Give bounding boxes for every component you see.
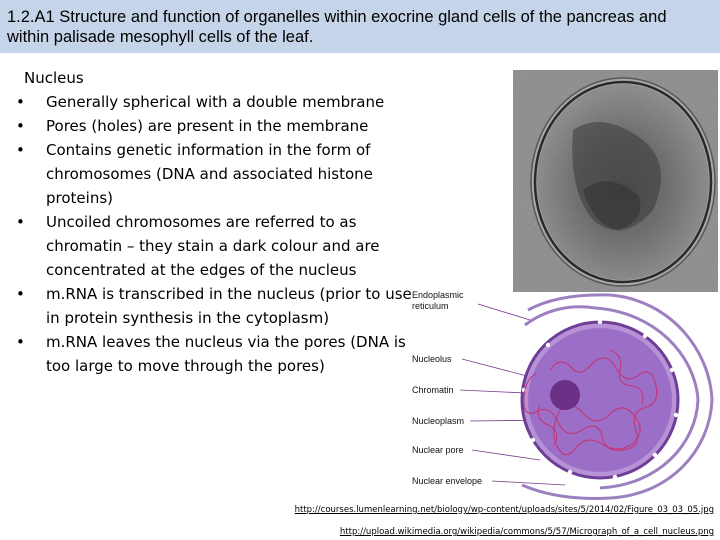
bullet-icon: • — [16, 141, 25, 159]
endoplasmic-reticulum — [521, 293, 714, 500]
title-bar: 1.2.A1 Structure and function of organel… — [0, 0, 720, 53]
label-chromatin: Chromatin — [412, 385, 454, 395]
label-nuclear-envelope: Nuclear envelope — [412, 476, 482, 486]
bullet-text: m.RNA leaves the nucleus via the pores (… — [46, 333, 406, 375]
nucleus-content: Nucleus • Generally spherical with a doub… — [10, 66, 420, 378]
bullet-text: Generally spherical with a double membra… — [46, 93, 385, 111]
nucleus-diagram: Endoplasmic reticulum Nucleolus Chromati… — [412, 290, 714, 500]
bullet-list: • Generally spherical with a double membr… — [10, 90, 420, 378]
bullet-icon: • — [16, 285, 25, 303]
bullet-icon: • — [16, 117, 25, 135]
bullet-icon: • — [16, 333, 25, 351]
bullet-item: • Contains genetic information in the for… — [10, 138, 420, 210]
label-nuclear-pore: Nuclear pore — [412, 445, 464, 455]
nuclear-pores — [521, 319, 679, 480]
bullet-text: Contains genetic information in the form… — [46, 141, 373, 207]
slide-title: 1.2.A1 Structure and function of organel… — [7, 8, 667, 46]
bullet-item: • Pores (holes) are present in the membra… — [10, 114, 420, 138]
source-link-1[interactable]: http://courses.lumenlearning.net/biology… — [294, 505, 714, 515]
bullet-item: • m.RNA leaves the nucleus via the pores … — [10, 330, 420, 378]
nucleoplasm — [528, 328, 672, 472]
svg-text:Endoplasmic: Endoplasmic — [412, 290, 464, 300]
bullet-item: • Uncoiled chromosomes are referred to as… — [10, 210, 420, 282]
bullet-text: Pores (holes) are present in the membran… — [46, 117, 369, 135]
label-nucleoplasm: Nucleoplasm — [412, 416, 464, 426]
bullet-text: m.RNA is transcribed in the nucleus (pri… — [46, 285, 412, 327]
svg-text:reticulum: reticulum — [412, 301, 449, 311]
label-endoplasmic-reticulum: Endoplasmic — [412, 290, 464, 300]
bullet-icon: • — [16, 93, 25, 111]
source-link-2[interactable]: http://upload.wikimedia.org/wikipedia/co… — [339, 527, 714, 537]
bullet-text: Uncoiled chromosomes are referred to as … — [46, 213, 380, 279]
nucleus-micrograph — [513, 70, 718, 292]
chromatin — [523, 349, 658, 456]
label-nucleolus: Nucleolus — [412, 354, 452, 364]
nucleolus — [550, 380, 580, 410]
label-endoplasmic-reticulum-2: reticulum — [412, 301, 449, 311]
bullet-item: • m.RNA is transcribed in the nucleus (pr… — [10, 282, 420, 330]
section-heading: Nucleus — [24, 69, 84, 87]
bullet-item: • Generally spherical with a double membr… — [10, 90, 420, 114]
bullet-icon: • — [16, 213, 25, 231]
